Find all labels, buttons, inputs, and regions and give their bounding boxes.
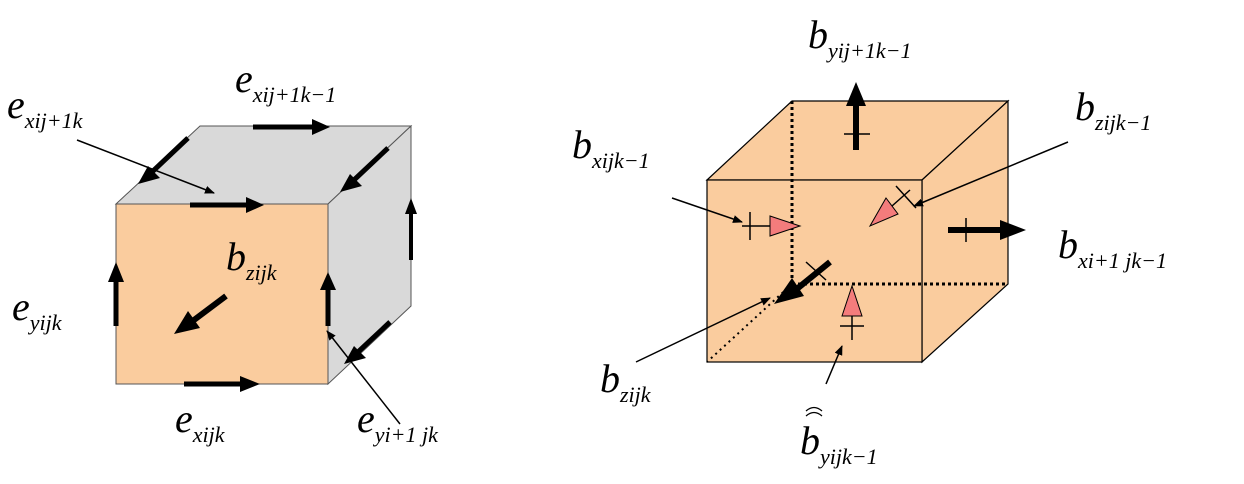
left-cube-front-face	[115, 203, 329, 385]
b-y-bottom-arrow	[840, 284, 864, 340]
e-x-bottom-arrow	[184, 376, 260, 392]
label-b-y-bottom: byijk−1	[800, 418, 878, 469]
label-b-z-bottom: bzijk	[600, 356, 652, 407]
b-z-center-arrow	[174, 293, 228, 334]
e-y-back-right-arrow	[405, 198, 417, 260]
label-b-x-right: bxi+1 jk−1	[1058, 222, 1167, 273]
hidden-edge-diagonal	[706, 283, 793, 363]
label-e-x-bottom: exijk	[175, 396, 226, 447]
label-b-z-center: bzijk	[226, 234, 278, 285]
b-z-center-arrow-right	[774, 259, 832, 304]
b-z-right-arrow	[868, 185, 917, 228]
label-e-x-top-front: exij+1k	[7, 82, 84, 133]
e-x-top-front-arrow	[190, 197, 264, 213]
label-e-y-right: eyi+1 jk	[357, 396, 439, 447]
b-y-top-arrow	[844, 82, 870, 150]
e-z-top-left-arrow	[138, 136, 190, 184]
double-hat-mark	[805, 406, 823, 417]
label-b-z-right: bzijk−1	[1075, 84, 1151, 135]
pointer-b-y-bottom	[825, 345, 843, 385]
e-y-right-arrow	[320, 272, 336, 326]
label-b-x-left: bxijk−1	[572, 122, 650, 173]
left-cube: exij+1k−1 exij+1k bzijk eyijk exijk eyi+…	[7, 56, 439, 447]
pointer-e-y-right	[326, 330, 401, 425]
pointer-b-x-left	[671, 197, 743, 223]
label-e-x-top-back: exij+1k−1	[235, 56, 336, 107]
pointer-e-x-top-front	[76, 139, 215, 194]
b-x-right-arrow	[948, 218, 1026, 242]
pointer-b-z-right	[913, 141, 1069, 207]
label-b-y-top: byij+1k−1	[808, 12, 911, 63]
b-x-left-arrow	[742, 212, 802, 240]
pointer-b-z-bottom	[635, 297, 771, 363]
e-y-left-arrow	[108, 262, 124, 326]
e-z-top-right-arrow	[340, 146, 390, 192]
e-x-top-back-arrow	[253, 119, 330, 135]
right-cube: byij+1k−1 bxijk−1 bzijk−1 bxi+1 jk−1 bzi…	[572, 12, 1167, 469]
label-b-y-bottom-group: byijk−1	[800, 406, 878, 469]
label-e-y-left: eyijk	[12, 284, 63, 335]
